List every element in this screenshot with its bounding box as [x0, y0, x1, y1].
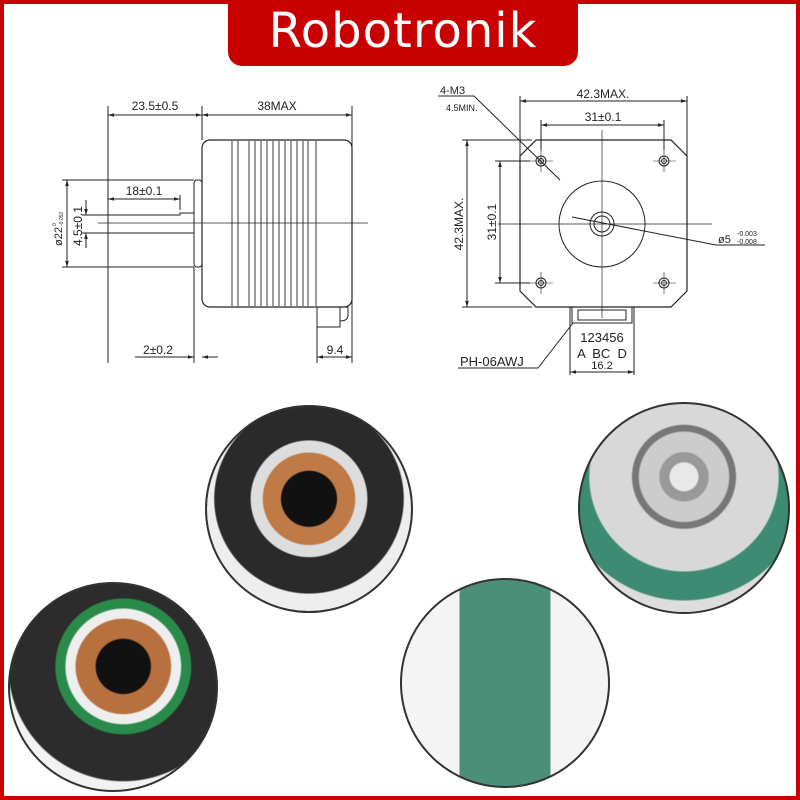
encoder-board-photo — [8, 582, 218, 792]
dim-shaft-tol-lower: -0.008 — [737, 239, 757, 246]
stator-photo — [205, 405, 413, 613]
dim-connector-width: 16.2 — [591, 360, 612, 372]
mount-holes — [530, 150, 676, 294]
connector-phases: A BC D — [577, 346, 627, 361]
dim-shaft-flat: 18±0.1 — [126, 184, 163, 198]
dim-body-length: 38MAX — [257, 99, 296, 113]
brand-logo: Robotronik — [228, 0, 578, 66]
bearing-photo — [578, 402, 790, 614]
dim-boss-thickness: 2±0.2 — [143, 343, 173, 357]
connector-type: PH-06AWJ — [460, 354, 524, 369]
dim-hole-spacing-h: 31±0.1 — [585, 110, 622, 124]
technical-drawing: 23.5±0.5 38MAX 18±0.1 ø22 0 -0.052 4.5±0… — [52, 85, 765, 375]
dim-shaft-tol-upper: -0.003 — [737, 231, 757, 238]
dim-boss-tol-lower: -0.052 — [59, 212, 65, 226]
front-view: 4-M3 4.5MIN. 42.3MAX. 31±0.1 42.3MAX. 31… — [438, 85, 765, 375]
dim-connector-offset: 9.4 — [327, 343, 344, 357]
dim-boss-diameter: ø22 — [53, 227, 65, 246]
dim-hole-depth: 4.5MIN. — [446, 103, 478, 113]
dim-boss-tol-upper: 0 — [52, 223, 58, 226]
dim-mount-holes: 4-M3 — [440, 85, 465, 97]
dim-width: 42.3MAX. — [577, 87, 630, 101]
dim-hole-spacing-v: 31±0.1 — [485, 203, 499, 240]
brand-name: Robotronik — [268, 3, 538, 59]
dim-flat-height: 4.5±0.1 — [71, 206, 85, 246]
dim-shaft-diameter: ø5 — [718, 234, 731, 246]
connector-pins: 123456 — [580, 330, 623, 345]
rotor-photo — [400, 578, 610, 788]
side-view: 23.5±0.5 38MAX 18±0.1 ø22 0 -0.052 4.5±0… — [52, 99, 368, 363]
dim-shaft-extension: 23.5±0.5 — [132, 99, 179, 113]
dim-height: 42.3MAX. — [452, 198, 466, 251]
